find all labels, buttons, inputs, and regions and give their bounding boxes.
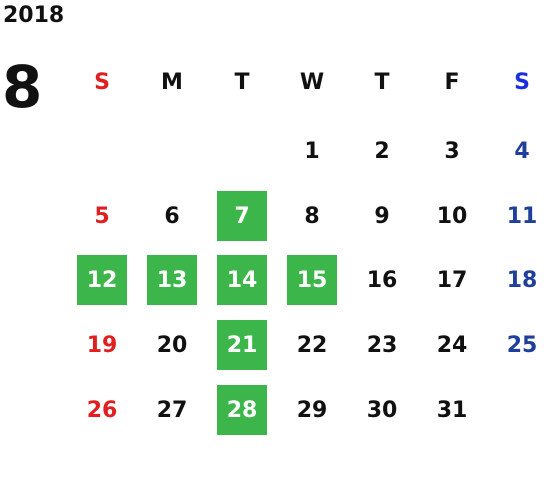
day-cell[interactable]: 27 <box>156 397 188 423</box>
weekday-header: S <box>514 69 530 95</box>
highlighted-day-cell[interactable]: 14 <box>217 255 267 305</box>
weekday-header: F <box>444 69 460 95</box>
day-cell[interactable]: 16 <box>366 267 398 293</box>
weekday-header: W <box>299 69 325 95</box>
day-cell[interactable]: 23 <box>366 332 398 358</box>
highlighted-day-cell[interactable]: 12 <box>77 255 127 305</box>
year-label: 2018 <box>3 3 65 28</box>
month-label: 8 <box>2 53 43 121</box>
day-cell[interactable]: 2 <box>374 138 390 164</box>
day-cell[interactable]: 20 <box>156 332 188 358</box>
weekday-header: T <box>374 69 390 95</box>
weekday-header: M <box>161 69 183 95</box>
day-cell[interactable]: 10 <box>436 203 468 229</box>
highlighted-day-cell[interactable]: 7 <box>217 191 267 241</box>
day-cell[interactable]: 29 <box>296 397 328 423</box>
day-cell[interactable]: 17 <box>436 267 468 293</box>
highlighted-day-cell[interactable]: 13 <box>147 255 197 305</box>
day-cell[interactable]: 9 <box>374 203 390 229</box>
day-cell[interactable]: 1 <box>304 138 320 164</box>
day-cell[interactable]: 22 <box>296 332 328 358</box>
day-cell[interactable]: 19 <box>86 332 118 358</box>
day-cell[interactable]: 31 <box>436 397 468 423</box>
day-cell[interactable]: 18 <box>506 267 538 293</box>
weekday-header: S <box>94 69 110 95</box>
day-cell[interactable]: 4 <box>514 138 530 164</box>
day-cell[interactable]: 24 <box>436 332 468 358</box>
highlighted-day-cell[interactable]: 15 <box>287 255 337 305</box>
day-cell[interactable]: 11 <box>506 203 538 229</box>
day-cell[interactable]: 26 <box>86 397 118 423</box>
weekday-header: T <box>234 69 250 95</box>
day-cell[interactable]: 25 <box>506 332 538 358</box>
day-cell[interactable]: 30 <box>366 397 398 423</box>
day-cell[interactable]: 3 <box>444 138 460 164</box>
highlighted-day-cell[interactable]: 21 <box>217 320 267 370</box>
day-cell[interactable]: 6 <box>164 203 180 229</box>
day-cell[interactable]: 5 <box>94 203 110 229</box>
day-cell[interactable]: 8 <box>304 203 320 229</box>
highlighted-day-cell[interactable]: 28 <box>217 385 267 435</box>
